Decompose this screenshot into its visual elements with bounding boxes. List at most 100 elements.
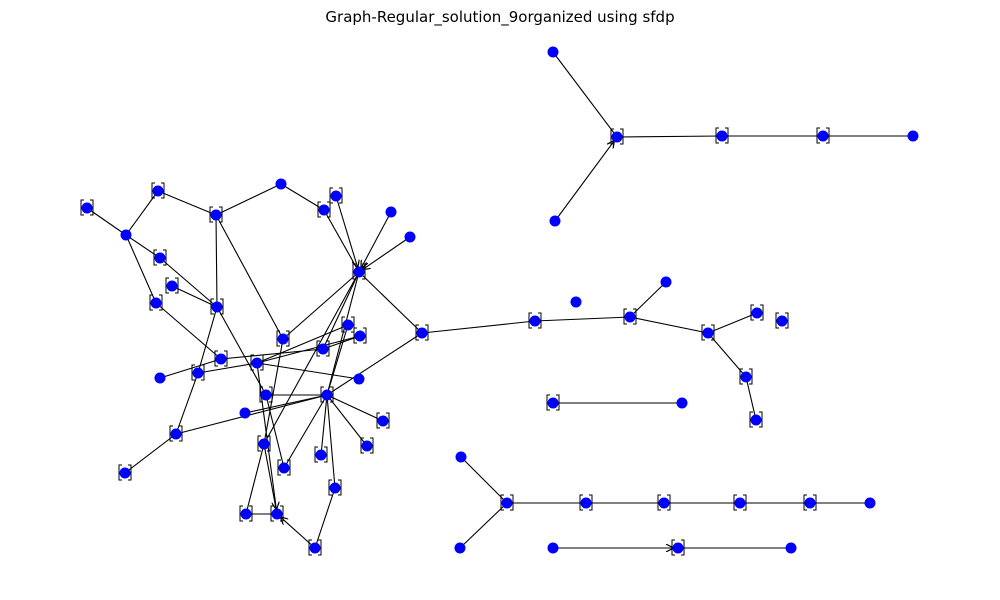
- graph-node-bd: [455, 451, 467, 463]
- bracket-marker-4: [165, 277, 179, 294]
- graph-edge-41: [265, 394, 285, 469]
- bracket-marker-1: [151, 182, 165, 199]
- bracket-marker-32: [623, 308, 637, 325]
- graph-node-x: [353, 373, 365, 385]
- graph-edge-5: [159, 257, 218, 308]
- graph-edge-25: [159, 358, 222, 379]
- graph-node-w: [154, 372, 166, 384]
- graph-node-av: [660, 276, 672, 288]
- graph-node-aj: [240, 508, 252, 520]
- graph-edge-33: [326, 324, 349, 396]
- edge-layer: [86, 51, 913, 549]
- graph-edge-10: [215, 214, 218, 308]
- graph-node-ak: [271, 508, 283, 520]
- graph-node-af: [315, 449, 327, 461]
- graph-node-o: [416, 327, 428, 339]
- graph-edge-36: [326, 394, 368, 447]
- graph-edge-57: [552, 51, 618, 138]
- graph-edge-35: [326, 394, 384, 422]
- graph-node-bc: [676, 397, 688, 409]
- bracket-marker-27: [376, 412, 390, 429]
- bracket-marker-8: [317, 201, 331, 218]
- node-layer: [81, 46, 919, 554]
- graph-edge-42: [263, 338, 284, 445]
- graph-node-ad: [258, 438, 270, 450]
- graph-node-z: [321, 389, 333, 401]
- graph-node-m: [404, 231, 416, 243]
- graph-node-ax: [751, 307, 763, 319]
- graph-edge-15: [363, 236, 411, 269]
- graph-node-e: [154, 252, 166, 264]
- bracket-marker-17: [191, 364, 205, 381]
- graph-node-bn: [785, 542, 797, 554]
- bracket-marker-26: [328, 479, 342, 496]
- graph-edge-13: [323, 209, 360, 273]
- graph-node-ag: [278, 462, 290, 474]
- graph-node-c: [152, 185, 164, 197]
- graph-edge-56: [745, 376, 757, 421]
- graph-node-s: [317, 343, 329, 355]
- bracket-marker-44: [671, 539, 685, 556]
- graph-edge-54: [707, 312, 758, 334]
- graph-node-aw: [702, 327, 714, 339]
- graph-node-g: [150, 297, 162, 309]
- graph-edge-23: [175, 372, 199, 435]
- graph-node-ba: [750, 414, 762, 426]
- graph-edge-19: [322, 271, 360, 350]
- graph-node-t: [215, 353, 227, 365]
- bracket-marker-20: [360, 437, 374, 454]
- graph-edge-22: [216, 306, 267, 396]
- graph-edge-40: [175, 394, 328, 435]
- graph-edge-50: [421, 320, 536, 334]
- bracket-marker-35: [775, 312, 789, 329]
- graph-node-n: [353, 266, 365, 278]
- graph-node-at: [570, 296, 582, 308]
- bracket-marker-11: [276, 330, 290, 347]
- graph-node-ab: [377, 415, 389, 427]
- graph-edge-20: [263, 271, 360, 445]
- graph-edge-7: [155, 302, 222, 360]
- graph-node-k: [318, 204, 330, 216]
- graph-edge-27: [256, 324, 349, 364]
- bracket-marker-37: [749, 411, 763, 428]
- graph-node-ah: [119, 467, 131, 479]
- graph-node-u: [251, 357, 263, 369]
- bracket-marker-10: [415, 324, 429, 341]
- bracket-marker-24: [270, 505, 284, 522]
- bracket-marker-42: [733, 494, 747, 511]
- graph-node-ac: [170, 428, 182, 440]
- bracket-marker-41: [657, 494, 671, 511]
- graph-edge-46: [281, 517, 316, 549]
- bracket-marker-19: [257, 435, 271, 452]
- bracket-marker-45: [259, 386, 273, 403]
- bracket-marker-21: [277, 459, 291, 476]
- graph-edge-39: [283, 394, 328, 469]
- bracket-marker-25: [308, 539, 322, 556]
- graph-node-a: [81, 202, 93, 214]
- graph-edge-38: [326, 394, 336, 489]
- bracket-marker-18: [169, 425, 183, 442]
- graph-edge-8: [215, 183, 282, 216]
- bracket-marker-36: [739, 368, 753, 385]
- graph-node-h: [211, 301, 223, 313]
- graph-edge-52: [629, 281, 667, 318]
- bracket-marker-43: [803, 494, 817, 511]
- bracket-marker-46: [320, 386, 334, 403]
- graph-node-ay: [776, 315, 788, 327]
- graph-node-au: [624, 311, 636, 323]
- bracket-marker-2: [209, 206, 223, 223]
- graph-edge-16: [358, 271, 423, 334]
- graph-node-f: [166, 280, 178, 292]
- graph-node-bf: [501, 497, 513, 509]
- bracket-marker-6: [210, 298, 224, 315]
- graph-edge-47: [314, 487, 336, 549]
- graph-node-d: [210, 209, 222, 221]
- graph-node-q: [342, 319, 354, 331]
- graph-node-j: [330, 190, 342, 202]
- graph-edge-12: [335, 195, 358, 267]
- graph-edge-17: [282, 271, 360, 340]
- graph-node-be: [454, 542, 466, 554]
- graph-edge-32: [326, 332, 423, 396]
- bracket-marker-28: [610, 128, 624, 145]
